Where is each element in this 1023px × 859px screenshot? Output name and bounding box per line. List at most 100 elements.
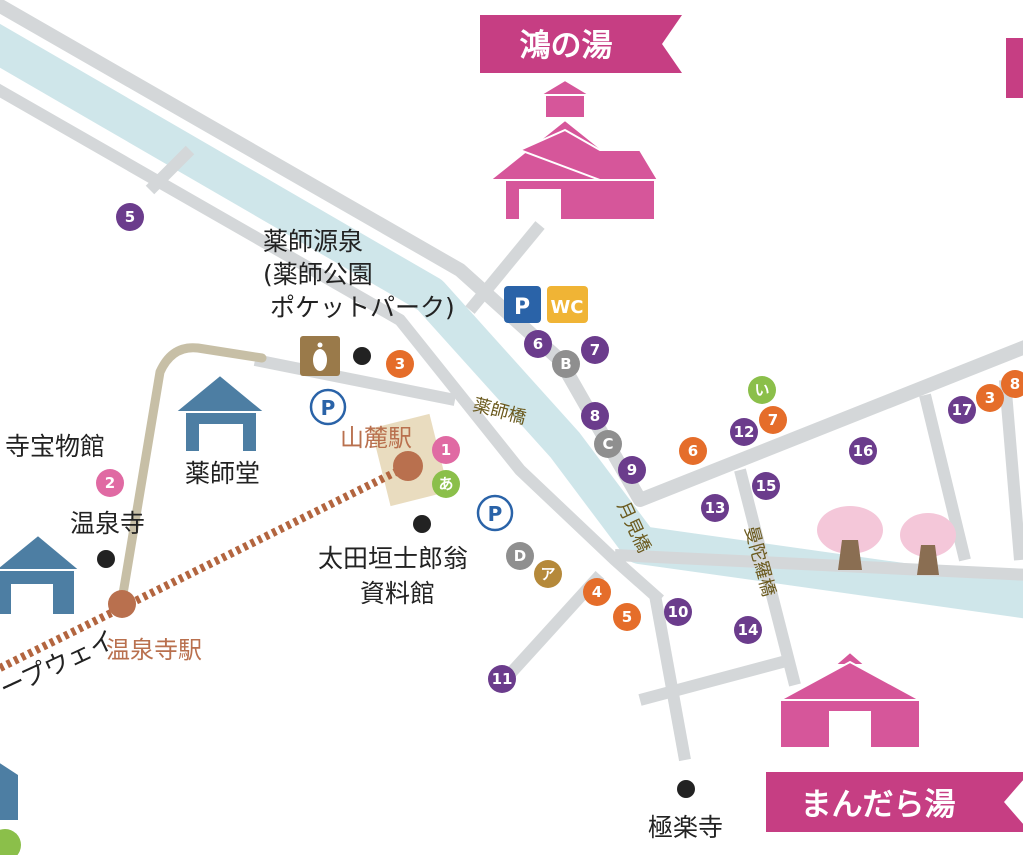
poi-marker-m10[interactable]: 10	[664, 598, 692, 626]
footbath-icon[interactable]	[300, 336, 340, 376]
parking-circle-icon-2[interactable]: P	[476, 494, 514, 532]
poi-marker-m17[interactable]: 17	[948, 396, 976, 424]
poi-marker-m8[interactable]: 8	[581, 402, 609, 430]
poi-marker-circle	[948, 396, 976, 424]
label-yakushi-park: (薬師公園	[263, 260, 373, 289]
poi-marker-o7[interactable]: 7	[759, 406, 787, 434]
road-mandara	[734, 468, 801, 687]
poi-marker-m9[interactable]: 9	[618, 456, 646, 484]
poi-marker-label: 7	[590, 341, 600, 359]
poi-marker-circle	[552, 350, 580, 378]
sanroku-station-marker[interactable]	[393, 451, 423, 481]
poi-dot-onsenji[interactable]	[97, 550, 115, 568]
poi-marker-m13[interactable]: 13	[701, 494, 729, 522]
poi-marker-D[interactable]: D	[506, 542, 534, 570]
banner-unoyu[interactable]: 鴻の湯	[480, 15, 682, 73]
poi-marker-m1[interactable]: 1	[432, 436, 460, 464]
poi-marker-label: い	[754, 381, 769, 399]
label-yakushido: 薬師堂	[185, 459, 260, 488]
unoyu-building-icon	[487, 78, 660, 221]
label-onsenji-station: 温泉寺駅	[106, 636, 202, 664]
poi-marker-label: あ	[438, 475, 453, 493]
poi-marker-m16[interactable]: 16	[849, 437, 877, 465]
poi-marker-label: 8	[1010, 375, 1020, 393]
poi-marker-o3[interactable]: 3	[976, 384, 1004, 412]
poi-marker-o8[interactable]: 8	[1001, 370, 1023, 398]
poi-marker-m6[interactable]: 6	[524, 330, 552, 358]
poi-marker-circle	[730, 418, 758, 446]
label-sanroku-station: 山麓駅	[340, 424, 412, 452]
poi-marker-circle	[96, 469, 124, 497]
poi-marker-o6[interactable]: 6	[679, 437, 707, 465]
poi-marker-label: 6	[533, 335, 543, 353]
poi-marker-circle	[432, 436, 460, 464]
poi-marker-label: 8	[590, 407, 600, 425]
poi-marker-circle	[488, 665, 516, 693]
poi-marker-ア[interactable]: ア	[534, 560, 562, 588]
svg-text:P: P	[488, 502, 503, 526]
poi-marker-circle	[759, 406, 787, 434]
poi-marker-circle	[583, 578, 611, 606]
poi-marker-circle	[701, 494, 729, 522]
poi-marker-label: 2	[105, 474, 115, 492]
poi-marker-label: ア	[540, 565, 555, 583]
wc-icon[interactable]: WC	[547, 286, 588, 323]
poi-marker-circle	[506, 542, 534, 570]
poi-marker-label: 7	[768, 411, 778, 429]
poi-marker-o4[interactable]: 4	[583, 578, 611, 606]
road-to-unoyu	[465, 221, 545, 314]
poi-marker-label: 15	[756, 477, 777, 495]
banner-mandarayu-text: まんだら湯	[801, 787, 956, 823]
poi-dot-ota[interactable]	[413, 515, 431, 533]
poi-marker-m15[interactable]: 15	[752, 472, 780, 500]
poi-marker-circle	[679, 437, 707, 465]
poi-marker-label: 1	[441, 441, 451, 459]
poi-marker-o5[interactable]: 5	[613, 603, 641, 631]
banner-unoyu-text: 鴻の湯	[520, 28, 613, 64]
parking-icon[interactable]: P	[504, 286, 541, 323]
poi-marker-label: 13	[705, 499, 726, 517]
poi-marker-m7[interactable]: 7	[581, 336, 609, 364]
poi-marker-circle	[524, 330, 552, 358]
road-diagonal	[145, 145, 195, 195]
road-south-bank	[0, 83, 664, 605]
label-onsenji: 温泉寺	[70, 509, 145, 538]
ropeway-line	[0, 462, 410, 672]
yakushido-icon	[172, 373, 268, 453]
poi-marker-label: 3	[395, 355, 405, 373]
poi-marker-label: 17	[952, 401, 973, 419]
road-south-down	[649, 593, 691, 762]
label-ota-museum: 資料館	[360, 579, 435, 608]
poi-marker-m14[interactable]: 14	[734, 616, 762, 644]
poi-dot-gokurakuji[interactable]	[677, 780, 695, 798]
svg-text:P: P	[321, 396, 336, 420]
onsenji-station-marker[interactable]	[108, 590, 136, 618]
poi-marker-circle	[752, 472, 780, 500]
road-lower-link	[638, 654, 792, 706]
poi-marker-label: C	[602, 435, 613, 453]
poi-marker-circle	[116, 203, 144, 231]
footpath	[117, 343, 267, 605]
label-yakushi-gensen: 薬師源泉	[263, 227, 363, 256]
poi-marker-m2[interactable]: 2	[96, 469, 124, 497]
poi-marker-circle	[581, 336, 609, 364]
poi-marker-B[interactable]: B	[552, 350, 580, 378]
poi-marker-i[interactable]: い	[748, 376, 776, 404]
poi-marker-m3[interactable]: 3	[386, 350, 414, 378]
poi-marker-m5[interactable]: 5	[116, 203, 144, 231]
poi-dot-yakushi[interactable]	[353, 347, 371, 365]
parking-circle-icon[interactable]: P	[309, 388, 347, 426]
poi-marker-label: 5	[125, 208, 135, 226]
poi-marker-a[interactable]: あ	[432, 470, 460, 498]
poi-marker-label: 12	[734, 423, 755, 441]
temple-partial-icon	[0, 763, 18, 820]
poi-marker-label: 4	[592, 583, 602, 601]
poi-marker-m11[interactable]: 11	[488, 665, 516, 693]
banner-mandarayu[interactable]: まんだら湯	[766, 772, 1023, 832]
poi-marker-circle	[613, 603, 641, 631]
poi-marker-C[interactable]: C	[594, 430, 622, 458]
poi-marker-label: 9	[627, 461, 637, 479]
poi-marker-m12[interactable]: 12	[730, 418, 758, 446]
